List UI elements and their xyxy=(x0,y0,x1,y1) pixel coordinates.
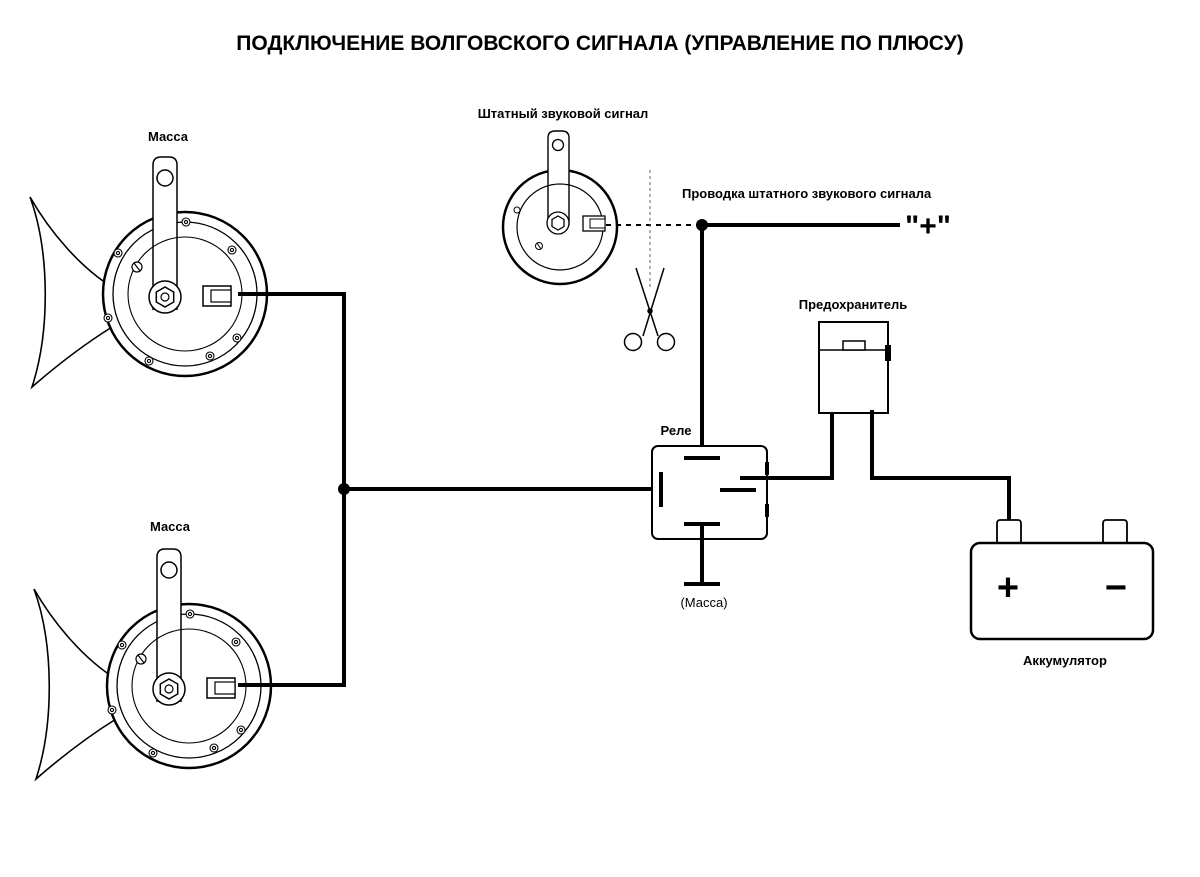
horn-wiring xyxy=(238,292,658,687)
stock-horn-icon xyxy=(501,130,619,286)
stock-wiring-label: Проводка штатного звукового сигнала xyxy=(682,186,932,201)
page-title: ПОДКЛЮЧЕНИЕ ВОЛГОВСКОГО СИГНАЛА (УПРАВЛЕ… xyxy=(236,32,963,55)
battery-minus: − xyxy=(1105,567,1127,609)
battery-icon xyxy=(969,519,1155,641)
relay-fuse-wire xyxy=(740,410,834,480)
relay-icon xyxy=(651,445,769,540)
volga-horn-icon xyxy=(32,547,273,781)
scissors-icon xyxy=(623,267,676,352)
stock-horn-label: Штатный звуковой сигнал xyxy=(478,106,649,121)
fuse-icon xyxy=(818,321,891,414)
relay-label: Реле xyxy=(661,423,692,438)
plus-mark: "+" xyxy=(905,210,951,243)
battery-plus: + xyxy=(997,567,1019,609)
fuse-label: Предохранитель xyxy=(799,297,907,312)
ground-label-top: Масса xyxy=(148,129,189,144)
ground-label-bottom: Масса xyxy=(150,519,191,534)
battery-label: Аккумулятор xyxy=(1023,653,1107,668)
relay-ground-wire xyxy=(684,524,720,586)
volga-horn-icon xyxy=(28,155,269,389)
relay-ground-label: (Масса) xyxy=(680,595,727,610)
stock-wiring xyxy=(696,219,900,455)
fuse-battery-wire xyxy=(870,410,1011,527)
